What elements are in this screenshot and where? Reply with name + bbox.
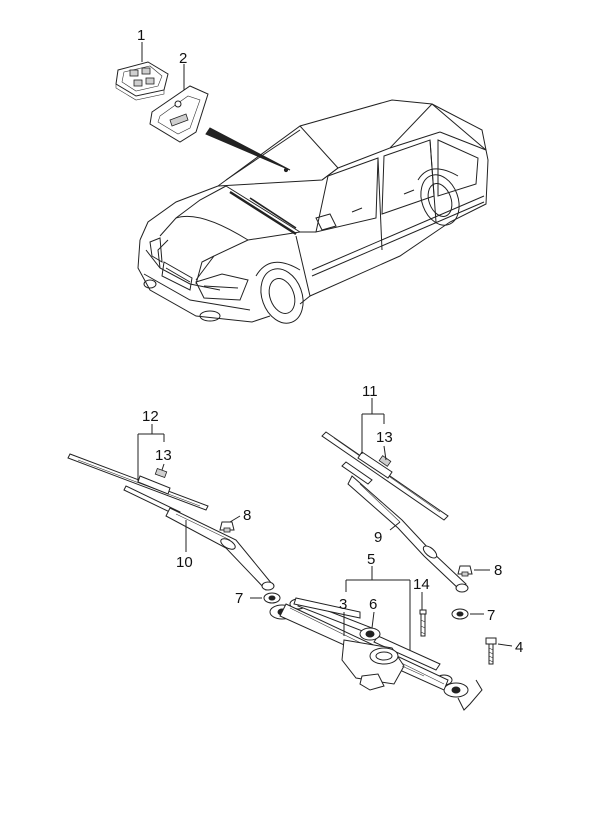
callout-13-right: 13 xyxy=(376,429,393,446)
leader-lines xyxy=(137,42,513,650)
callout-4: 4 xyxy=(515,639,523,656)
part-2-cowl-piece xyxy=(149,85,209,143)
location-pointer xyxy=(205,127,291,171)
callout-7-left: 7 xyxy=(235,590,243,607)
callout-13-left: 13 xyxy=(155,447,172,464)
part-1-switch-block xyxy=(115,61,169,101)
callout-5: 5 xyxy=(367,551,375,568)
right-wiper-arm xyxy=(341,461,469,593)
callout-1: 1 xyxy=(137,27,145,44)
part-8-nut-right xyxy=(457,565,473,577)
part-4-bolt xyxy=(485,637,497,665)
callout-6: 6 xyxy=(369,596,377,613)
part-7-washer-left xyxy=(263,592,281,604)
callout-3: 3 xyxy=(339,596,347,613)
callout-8-left: 8 xyxy=(243,507,251,524)
part-8-nut-left xyxy=(219,521,235,533)
right-wiper-blade xyxy=(321,431,449,521)
car-illustration xyxy=(137,99,489,324)
wiper-linkage-assembly xyxy=(269,597,483,711)
part-14-screw xyxy=(419,609,427,637)
callout-14: 14 xyxy=(413,576,430,593)
left-wiper-arm xyxy=(123,485,275,591)
callout-12: 12 xyxy=(142,408,159,425)
callout-7-right: 7 xyxy=(487,607,495,624)
callout-8-right: 8 xyxy=(494,562,502,579)
callout-11: 11 xyxy=(362,383,378,400)
callout-labels: 1 2 3 4 5 6 7 7 8 8 9 10 11 12 13 13 14 xyxy=(137,27,523,656)
part-7-washer-right xyxy=(451,608,469,620)
callout-2: 2 xyxy=(179,50,187,67)
callout-9: 9 xyxy=(374,529,382,546)
callout-10: 10 xyxy=(176,554,193,571)
